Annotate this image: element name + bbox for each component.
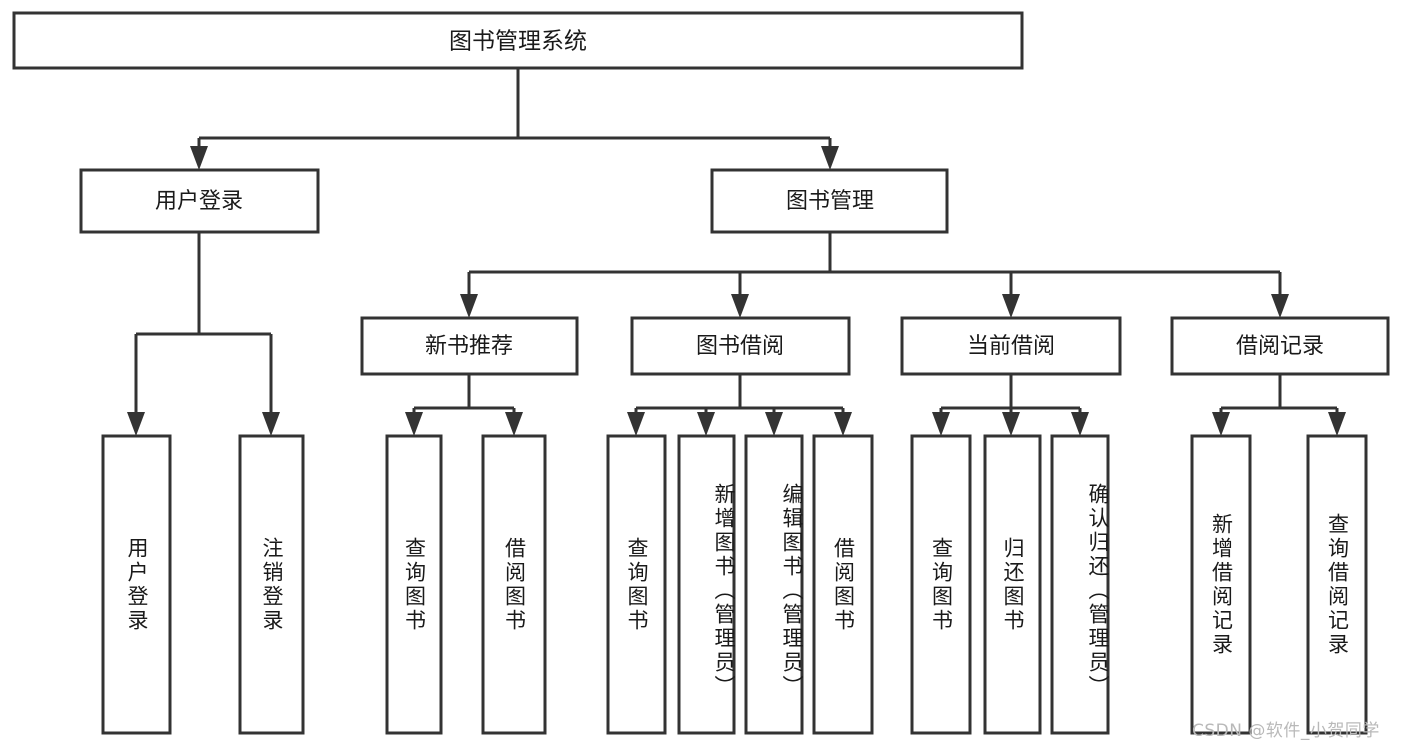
arrow-to-leaf-borrow-book-rec (505, 412, 523, 436)
book-borrow-label: 图书借阅 (696, 334, 784, 359)
arrow-to-leaf-query-book-rec (405, 412, 423, 436)
node-user-login[interactable]: 用户登录 (79, 168, 320, 234)
node-book-management[interactable]: 图书管理 (710, 168, 949, 234)
leaf-edit-book-box[interactable] (744, 434, 804, 735)
leaf-query-record-box[interactable] (1306, 434, 1368, 735)
csdn-watermark: CSDN @软件_小贺同学 (1192, 721, 1380, 741)
connector-newbook-trunk (412, 374, 516, 421)
leaf-return-book-box[interactable] (983, 434, 1042, 735)
leaf-query-book-rec-box[interactable] (385, 434, 443, 735)
connector-root-trunk (197, 68, 832, 156)
leaf-query-book-cur-box[interactable] (910, 434, 972, 735)
leaf-borrow-book-box[interactable] (812, 434, 874, 735)
arrow-to-leaf-user-login (127, 412, 145, 436)
node-book-borrow[interactable]: 图书借阅 (630, 316, 851, 376)
arrow-to-leaf-query-record (1328, 412, 1346, 436)
leaf-borrow-book-rec-box[interactable] (481, 434, 547, 735)
leaf-query-book-borrow-box[interactable] (606, 434, 667, 735)
book-management-box[interactable] (710, 168, 949, 234)
current-borrow-label: 当前借阅 (967, 334, 1055, 359)
root-box[interactable] (12, 11, 1024, 70)
arrow-to-leaf-edit-book (765, 412, 783, 436)
arrow-to-leaf-add-book (697, 412, 715, 436)
arrow-to-leaf-add-record (1212, 412, 1230, 436)
current-borrow-box[interactable] (900, 316, 1122, 376)
arrow-to-leaf-logout (262, 412, 280, 436)
arrow-to-current-borrow (1002, 294, 1020, 318)
borrow-record-box[interactable] (1170, 316, 1390, 376)
node-borrow-record[interactable]: 借阅记录 (1170, 316, 1390, 376)
connector-bookmgmt-trunk (467, 232, 1282, 303)
connector-bookborrow-trunk (634, 374, 845, 421)
book-borrow-box[interactable] (630, 316, 851, 376)
arrow-to-book-borrow (731, 294, 749, 318)
leaf-logout-box[interactable] (238, 434, 305, 735)
leaf-box-layer (101, 434, 1368, 735)
leaf-add-book-box[interactable] (677, 434, 736, 735)
arrow-to-leaf-query-book-borrow (627, 412, 645, 436)
node-root[interactable]: 图书管理系统 (12, 11, 1024, 70)
arrow-root-to-book-management (821, 146, 839, 170)
connector-borrowrecord-trunk (1219, 374, 1339, 421)
arrow-to-leaf-confirm-return (1071, 412, 1089, 436)
node-current-borrow[interactable]: 当前借阅 (900, 316, 1122, 376)
leaf-confirm-return-box[interactable] (1050, 434, 1110, 735)
arrow-to-leaf-return-book (1002, 412, 1020, 436)
book-management-label: 图书管理 (786, 189, 874, 214)
user-login-box[interactable] (79, 168, 320, 234)
arrow-to-new-book-recommend (460, 294, 478, 318)
new-book-recommend-label: 新书推荐 (425, 334, 513, 359)
node-new-book-recommend[interactable]: 新书推荐 (360, 316, 579, 376)
root-label: 图书管理系统 (449, 29, 587, 55)
connector-userlogin-trunk (134, 232, 273, 421)
leaf-add-record-box[interactable] (1190, 434, 1252, 735)
new-book-recommend-box[interactable] (360, 316, 579, 376)
connector-layer (127, 68, 1346, 436)
borrow-record-label: 借阅记录 (1236, 334, 1324, 359)
arrow-to-borrow-record (1271, 294, 1289, 318)
leaf-user-login-box[interactable] (101, 434, 172, 735)
arrow-to-leaf-borrow-book (834, 412, 852, 436)
arrow-to-leaf-query-book-cur (932, 412, 950, 436)
arrow-root-to-user-login (190, 146, 208, 170)
user-login-label: 用户登录 (155, 189, 243, 214)
